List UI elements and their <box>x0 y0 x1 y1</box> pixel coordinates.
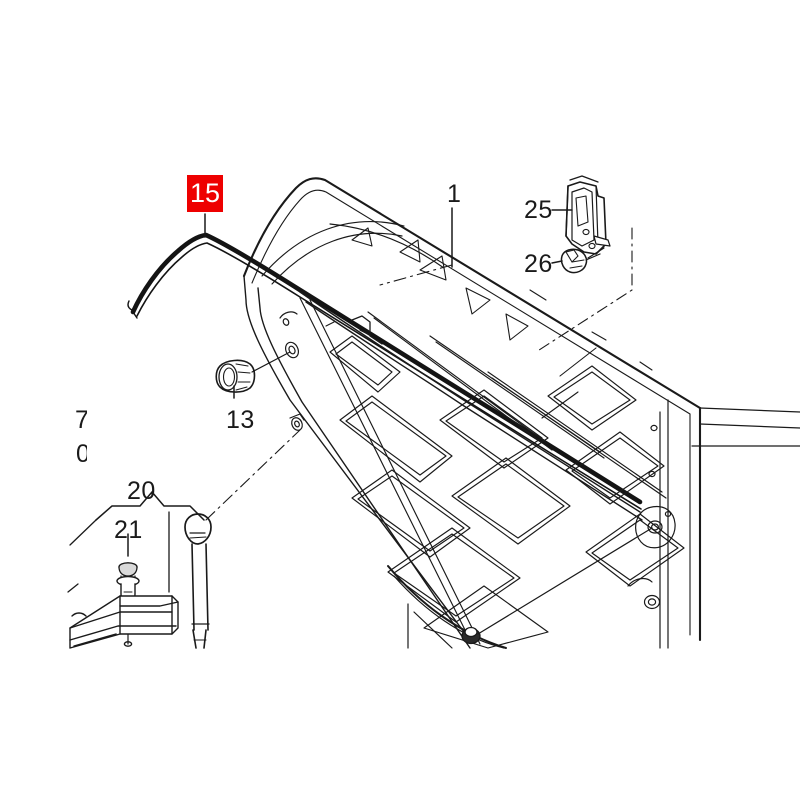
hood-panel-details <box>351 227 653 371</box>
callout-1-label[interactable]: 1 <box>447 180 462 208</box>
callout-13-label[interactable]: 13 <box>226 406 255 434</box>
hood-outer-panel-inner-edge <box>251 189 691 636</box>
hood-inner-reinforcement <box>243 275 643 649</box>
part-1-internal-leader <box>379 264 453 286</box>
hood-inner-ribs <box>329 335 685 649</box>
cowl-grommet <box>461 626 481 645</box>
callout-26-label[interactable]: 26 <box>524 250 553 278</box>
callout-leader-lines <box>127 207 573 557</box>
buffer-clip-leader <box>587 247 605 259</box>
cowl-body-curve-inner <box>393 575 505 649</box>
adjacent-assembly-edge <box>67 519 97 593</box>
callout-0-label-clipped[interactable]: 0 <box>76 442 87 467</box>
hood-stamping-crease <box>261 221 445 285</box>
buffer-clip-26 <box>560 248 601 274</box>
adjacent-body-lines <box>691 407 800 447</box>
hood-outer-panel-outline <box>242 177 702 642</box>
callout-15-highlight[interactable]: 15 <box>187 175 223 212</box>
grommet-13-leader <box>251 351 291 373</box>
callout-7-label-clipped[interactable]: 7 <box>75 408 87 433</box>
callout-21-label[interactable]: 21 <box>114 516 143 544</box>
hood-inner-channels <box>299 297 667 645</box>
hinge-alignment-pointer <box>541 347 597 419</box>
sealing-grommet-13 <box>215 359 256 393</box>
callout-20-label[interactable]: 20 <box>127 477 156 505</box>
prop-rod-alignment-leader <box>205 429 301 521</box>
callout-25-label[interactable]: 25 <box>524 196 553 224</box>
cowl-body-curve <box>387 565 507 649</box>
hood-seal-strip-15 <box>127 232 643 510</box>
hinge-alignment-line <box>535 227 633 353</box>
inner-panel-notch <box>351 315 383 345</box>
panel-stud-hole <box>289 413 305 431</box>
gas-prop-rod-20 <box>184 513 212 649</box>
hinge-bracket-25 <box>565 175 611 255</box>
panel-hole-13 <box>279 311 300 359</box>
hood-right-flange <box>627 399 676 649</box>
mounting-rail-bracket <box>69 595 179 649</box>
cowl-grommet-leader <box>477 527 653 635</box>
